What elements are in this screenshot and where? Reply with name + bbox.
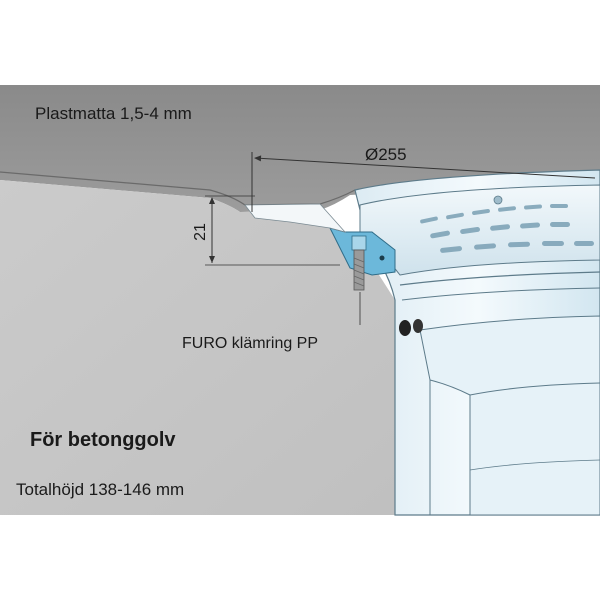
bottom-margin — [0, 515, 600, 600]
clamp-ring — [329, 227, 396, 291]
o-ring-seal — [399, 319, 423, 336]
total-height-label: Totalhöjd 138-146 mm — [16, 480, 184, 499]
diameter-dimension — [251, 152, 596, 212]
height-label: 21 — [192, 223, 209, 241]
top-layer-label: Plastmatta 1,5-4 mm — [35, 104, 192, 123]
height-dimension — [205, 195, 340, 266]
top-margin — [0, 0, 600, 85]
drain-flange — [244, 203, 347, 233]
floor-drain — [354, 169, 600, 516]
clamp-ring-label: FURO klämring PP — [182, 335, 318, 352]
concrete-floor — [0, 180, 395, 515]
floor-type-label: För betonggolv — [30, 429, 176, 451]
diameter-label: Ø255 — [365, 145, 407, 164]
